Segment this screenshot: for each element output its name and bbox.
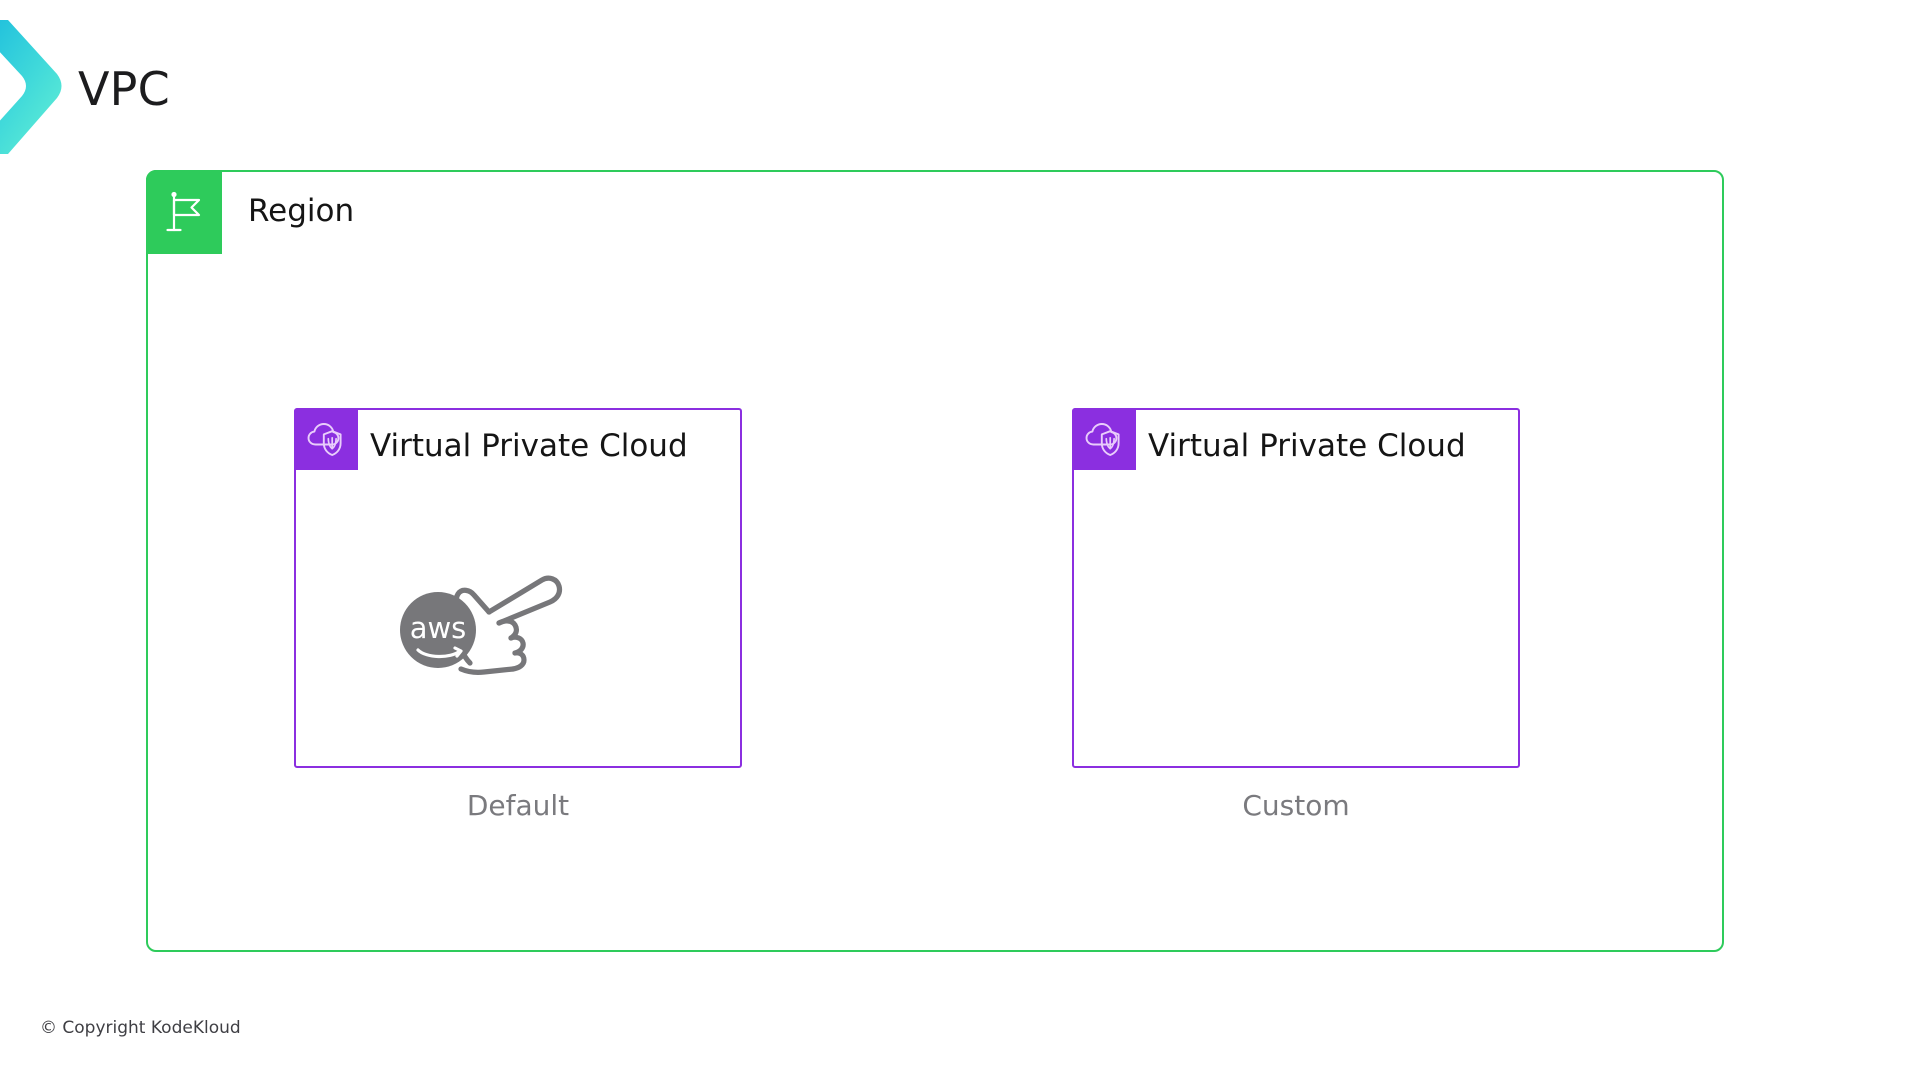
vpc-title-default: Virtual Private Cloud	[370, 428, 688, 464]
flag-icon	[161, 188, 207, 236]
cloud-shield-icon	[305, 419, 347, 459]
region-label: Region	[248, 193, 355, 229]
copyright-text: © Copyright KodeKloud	[40, 1018, 241, 1038]
vpc-title-custom: Virtual Private Cloud	[1148, 428, 1466, 464]
vpc-caption-default: Default	[466, 789, 570, 822]
vpc-header-tab-custom	[1072, 408, 1136, 470]
aws-pointing-hand-graphic: aws	[392, 562, 568, 680]
cloud-shield-icon	[1083, 419, 1125, 459]
vpc-header-tab-default	[294, 408, 358, 470]
brand-logo	[0, 12, 62, 162]
aws-logo-badge: aws	[400, 592, 476, 668]
page-title: VPC	[78, 62, 170, 116]
vpc-card-default	[294, 408, 742, 768]
aws-label: aws	[410, 611, 467, 645]
region-header-tab	[146, 170, 222, 254]
vpc-card-custom	[1072, 408, 1520, 768]
vpc-caption-custom: Custom	[1242, 789, 1350, 822]
